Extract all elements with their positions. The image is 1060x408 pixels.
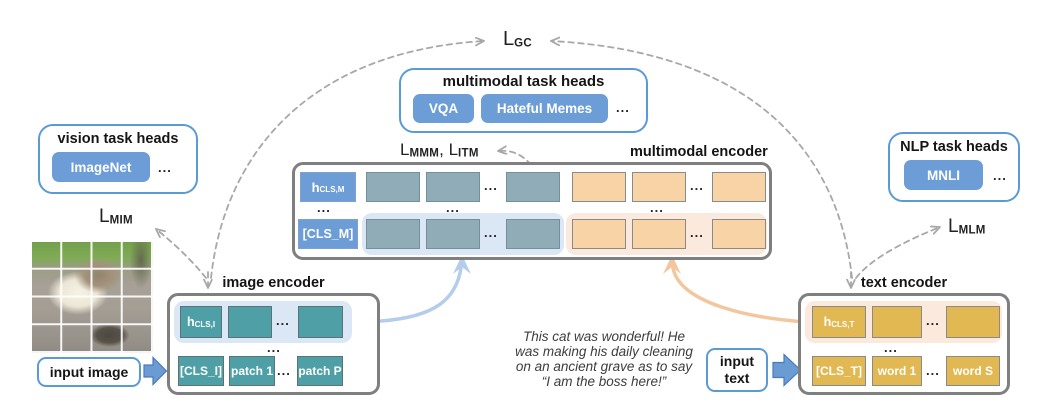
text-to-mlm-loss-arrow [855,227,941,279]
layer-ellipsis: ... [317,200,331,215]
text-word-token-first: word 1 [872,356,922,386]
nlp-task-heads-title: NLP task heads [900,139,1008,155]
loss-base: L [448,140,459,159]
image-state-box [298,306,343,338]
multimodal-task-heads-title: multimodal task heads [442,73,605,90]
loss-separator: , [439,140,449,159]
loss-mim-label: LMIM [99,206,133,228]
input-cat-photo [32,242,153,353]
multimodal-image-input-box [506,219,560,249]
loss-base: L [400,140,410,159]
multimodal-image-state-box [366,172,420,202]
multimodal-heads-ellipsis: ... [616,100,630,115]
loss-mlm-label: LMLM [948,216,986,238]
layer-ellipsis: ... [446,200,460,215]
loss-sub: MIM [109,214,133,227]
input-text-caption: This cat was wonderful! He was making hi… [494,329,714,389]
row-ellipsis: ... [277,363,291,378]
token-label: h [186,315,195,329]
loss-base: L [948,216,959,237]
multimodal-text-state-box [712,172,766,202]
token-label: h [823,315,832,329]
row-ellipsis: ... [690,225,704,240]
image-state-box [228,306,272,338]
token-label: [CLS_I] [180,364,222,378]
token-subscript: CLS,T [831,319,855,329]
text-encoder-title: text encoder [860,275,948,291]
multimodal-text-state-box [632,172,686,202]
layer-ellipsis: ... [884,340,898,355]
token-subscript: CLS,M [319,184,345,194]
input-text-line1: input [719,353,755,370]
token-label: [CLS_M] [302,227,354,241]
multimodal-text-state-box [572,172,626,202]
text-to-multimodal-arrow [671,266,808,324]
caption-line: This cat was wonderful! He [522,329,686,344]
text-state-box [946,306,1000,338]
hateful-memes-task-button: Hateful Memes [481,94,608,123]
input-image-block-arrow [143,356,168,386]
loss-mmm-itm-label: LMMM, LITM [400,140,479,160]
multimodal-image-state-box [426,172,480,202]
multimodal-text-input-box [632,219,686,249]
image-cls-token: [CLS_I] [178,356,224,386]
vqa-task-button: VQA [413,94,474,123]
caption-line: on an ancient grave as to say [515,359,693,375]
multimodal-encoder-title: multimodal encoder [630,144,768,160]
multimodal-image-input-box [426,219,480,249]
mnli-task-button: MNLI [904,160,983,190]
text-word-token-last: word S [946,356,1000,386]
loss-sub: ITM [458,147,479,160]
input-image-text: input image [49,363,129,380]
token-label: patch 1 [230,364,273,378]
imagenet-task-button: ImageNet [52,152,150,182]
token-label: [CLS_T] [816,364,862,378]
image-to-multimodal-arrow [379,266,463,323]
token-subscript: CLS,I [194,319,216,329]
row-ellipsis: ... [484,225,498,240]
text-state-box [872,306,922,338]
loss-gc-label: LGC [503,28,532,51]
image-encoder-title: image encoder [222,275,325,291]
loss-sub: MLM [958,224,986,237]
token-label: h [311,179,320,195]
multimodal-text-input-box [712,219,766,249]
row-ellipsis: ... [276,313,290,328]
loss-sub: GC [514,37,532,50]
input-text-block-arrow [772,353,802,387]
loss-base: L [503,28,515,50]
input-image-label: input image [37,357,141,387]
row-ellipsis: ... [926,363,940,378]
layer-ellipsis: ... [267,340,281,355]
token-label: word S [952,364,993,378]
caption-line: “I am the boss here!” [541,374,667,390]
row-ellipsis: ... [484,178,498,193]
image-patch-token-first: patch 1 [229,356,275,386]
multimodal-image-input-box [366,219,420,249]
nlp-heads-ellipsis: ... [993,168,1007,183]
multimodal-cls-token: [CLS_M] [298,219,358,249]
image-to-mim-loss-arrow [155,228,207,279]
layer-ellipsis: ... [650,200,664,215]
multimodal-text-input-box [572,219,626,249]
vision-task-heads-title: vision task heads [57,131,179,147]
input-text-line2: text [724,370,750,386]
token-label: patch P [298,364,342,378]
caption-line: was making his daily cleaning [515,344,693,360]
loss-base: L [99,206,110,227]
multimodal-image-state-box [506,172,560,202]
token-label: word 1 [877,364,917,378]
text-cls-token: [CLS_T] [812,356,866,386]
row-ellipsis: ... [690,178,704,193]
patch-grid-overlay [32,242,153,353]
vision-heads-ellipsis: ... [158,160,172,175]
row-ellipsis: ... [926,313,940,328]
image-patch-token-last: patch P [297,356,343,386]
loss-sub: MMM [409,147,440,160]
